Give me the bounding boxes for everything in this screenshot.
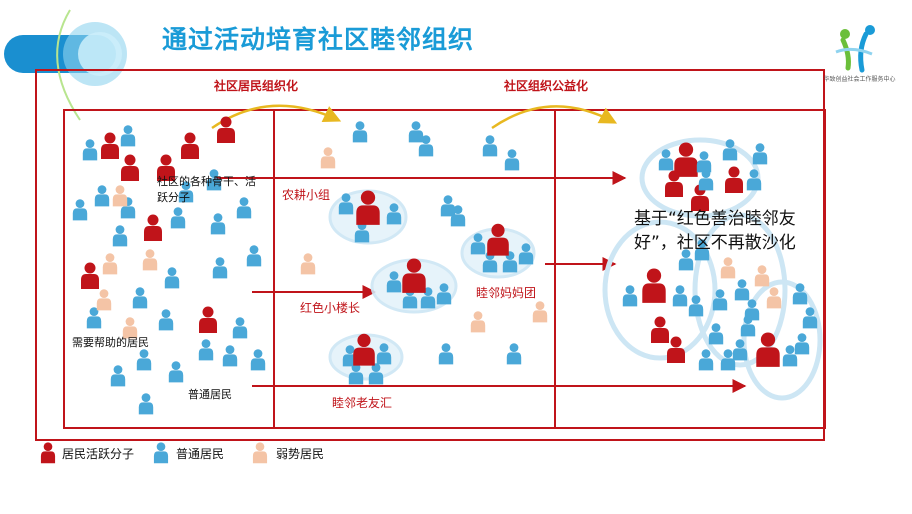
person-icon bbox=[112, 185, 128, 207]
flow-label-residents-organize: 社区居民组织化 bbox=[214, 79, 299, 93]
logo-text: 华致创益社会工作服务中心 bbox=[823, 76, 896, 83]
legend-person-icon-ordinary bbox=[153, 442, 169, 464]
person-icon bbox=[101, 132, 119, 159]
person-icon bbox=[181, 132, 199, 159]
person-icon bbox=[470, 311, 486, 333]
person-icon bbox=[136, 349, 152, 371]
person-icon bbox=[217, 116, 235, 143]
outcome-ellipses bbox=[602, 137, 823, 401]
person-icon bbox=[250, 349, 266, 371]
person-icon bbox=[121, 154, 139, 181]
flow-label-org-public-welfare: 社区组织公益化 bbox=[504, 79, 589, 93]
person-icon bbox=[199, 306, 217, 333]
label-needy-residents: 需要帮助的居民 bbox=[72, 336, 149, 349]
group-label-neighbor-moms: 睦邻妈妈团 bbox=[476, 286, 537, 300]
person-icon bbox=[752, 143, 768, 165]
page-title: 通过活动培育社区睦邻组织 bbox=[162, 25, 475, 54]
person-icon bbox=[138, 393, 154, 415]
person-icon bbox=[300, 253, 316, 275]
person-icon bbox=[320, 147, 336, 169]
person-icon bbox=[158, 309, 174, 331]
label-ordinary-residents: 普通居民 bbox=[188, 388, 232, 401]
organization-logo-icon bbox=[835, 25, 875, 73]
person-icon bbox=[81, 262, 99, 289]
legend-label-activist: 居民活跃分子 bbox=[62, 447, 135, 461]
person-icon bbox=[696, 151, 712, 173]
person-icon bbox=[164, 267, 180, 289]
legend-person-icon-activist bbox=[40, 442, 56, 464]
outcome-text: 基于“红色善治睦邻友好”，社区不再散沙化 bbox=[634, 209, 796, 253]
person-icon bbox=[688, 295, 704, 317]
person-icon bbox=[506, 343, 522, 365]
person-icon bbox=[198, 339, 214, 361]
person-icon bbox=[142, 249, 158, 271]
group-label-elderly-friends: 睦邻老友汇 bbox=[332, 396, 393, 410]
person-icon bbox=[698, 349, 714, 371]
person-icon bbox=[212, 257, 228, 279]
person-icon bbox=[708, 323, 724, 345]
person-icon bbox=[754, 265, 770, 287]
person-icon bbox=[766, 287, 782, 309]
people-icons bbox=[72, 116, 818, 415]
person-icon bbox=[667, 336, 685, 363]
person-icon bbox=[96, 289, 112, 311]
person-icon bbox=[82, 139, 98, 161]
legend-person-icon-vulnerable bbox=[252, 442, 268, 464]
person-icon bbox=[102, 253, 118, 275]
person-icon bbox=[725, 166, 743, 193]
curve-arrow-2 bbox=[491, 105, 618, 130]
person-icon bbox=[168, 361, 184, 383]
group-label-farming: 农耕小组 bbox=[282, 188, 331, 202]
person-icon bbox=[72, 199, 88, 221]
person-icon bbox=[232, 317, 248, 339]
person-icon bbox=[408, 121, 424, 143]
person-icon bbox=[352, 121, 368, 143]
person-icon bbox=[672, 285, 688, 307]
legend-label-ordinary: 普通居民 bbox=[176, 447, 225, 461]
person-icon bbox=[651, 316, 669, 343]
person-icon bbox=[132, 287, 148, 309]
person-icon bbox=[794, 333, 810, 355]
person-icon bbox=[720, 257, 736, 279]
person-icon bbox=[222, 345, 238, 367]
person-icon bbox=[210, 213, 226, 235]
header-decoration bbox=[4, 9, 127, 121]
person-icon bbox=[120, 125, 136, 147]
person-icon bbox=[482, 135, 498, 157]
person-icon bbox=[504, 149, 520, 171]
person-icon bbox=[642, 268, 666, 303]
person-icon bbox=[144, 214, 162, 241]
person-icon bbox=[110, 365, 126, 387]
label-activists: 社区的各种骨干、活跃分子 bbox=[157, 175, 256, 204]
person-icon bbox=[438, 343, 454, 365]
inner-frame bbox=[63, 109, 826, 429]
person-icon bbox=[532, 301, 548, 323]
person-icon bbox=[622, 285, 638, 307]
person-icon bbox=[246, 245, 262, 267]
group-label-red-building-leader: 红色小楼长 bbox=[300, 301, 361, 315]
person-icon bbox=[94, 185, 110, 207]
person-icon bbox=[170, 207, 186, 229]
person-icon bbox=[674, 142, 698, 177]
person-icon bbox=[440, 195, 456, 217]
legend-label-vulnerable: 弱势居民 bbox=[276, 447, 325, 461]
person-icon bbox=[734, 279, 750, 301]
person-icon bbox=[112, 225, 128, 247]
